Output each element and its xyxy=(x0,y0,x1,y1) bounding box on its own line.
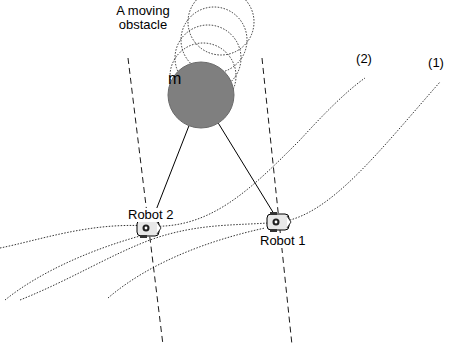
obstacle-mass: m xyxy=(168,70,181,88)
guide-line xyxy=(128,58,292,345)
trajectory-number: (2) xyxy=(352,52,376,66)
sight-line xyxy=(153,126,189,218)
robot-label: Robot 2 xyxy=(128,208,174,222)
robot-icon xyxy=(266,212,292,232)
trajectory-number: (1) xyxy=(424,56,448,70)
robot-node: Robot 2 xyxy=(136,218,162,238)
robot-node: Robot 1 xyxy=(266,212,292,232)
robot-label: Robot 1 xyxy=(260,234,306,248)
sight-line xyxy=(218,123,273,212)
obstacle-caption: A moving obstacle xyxy=(108,4,178,33)
obstacle-circle: m xyxy=(168,62,234,128)
